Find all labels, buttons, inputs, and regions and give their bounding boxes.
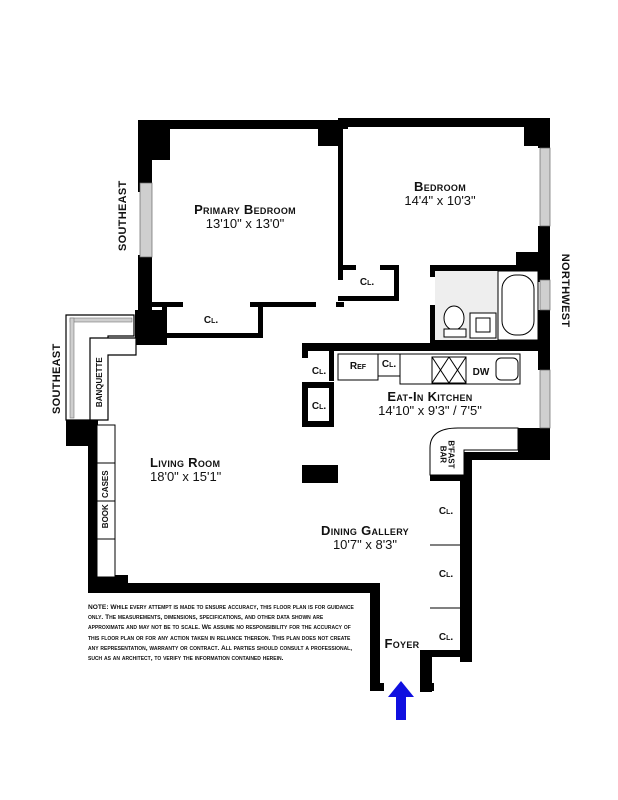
room-name: Bedroom bbox=[414, 179, 466, 194]
breakfast-bar bbox=[429, 427, 519, 476]
bay-window bbox=[65, 314, 137, 421]
room-name: Living Room bbox=[150, 455, 221, 470]
room-name: Dining Gallery bbox=[321, 523, 409, 538]
closet-label-bedroom: Cl. bbox=[359, 277, 375, 288]
closet-label-kitchen-2: Cl. bbox=[311, 401, 327, 412]
room-name: Eat-In Kitchen bbox=[387, 389, 473, 404]
southeast-label-lower: SOUTHEAST bbox=[51, 343, 64, 415]
walls bbox=[66, 118, 550, 692]
room-dimensions: 13'10" x 13'0" bbox=[205, 215, 285, 231]
closet-label-counter: Cl. bbox=[381, 359, 397, 370]
banquette-label: BANQUETTE bbox=[94, 357, 104, 408]
room-name: Primary Bedroom bbox=[194, 202, 296, 217]
primary-bedroom-label: Primary Bedroom 13'10" x 13'0" bbox=[170, 203, 320, 230]
room-dimensions: 18'0" x 15'1" bbox=[150, 468, 222, 484]
windows bbox=[139, 147, 551, 429]
closet-label-dining-2: Cl. bbox=[438, 569, 454, 580]
refrigerator-label: Ref bbox=[349, 361, 367, 372]
arrow-up-icon bbox=[388, 681, 414, 720]
dining-gallery-label: Dining Gallery 10'7" x 8'3" bbox=[300, 524, 430, 551]
disclaimer-note: NOTE: While every attempt is made to ens… bbox=[88, 604, 354, 663]
living-room-label: Living Room 18'0" x 15'1" bbox=[150, 456, 250, 483]
closet-label-kitchen-1: Cl. bbox=[311, 366, 327, 377]
dining-closets bbox=[430, 544, 462, 609]
kitchen-label: Eat-In Kitchen 14'10" x 9'3" / 7'5" bbox=[360, 390, 500, 417]
room-dimensions: 10'7" x 8'3" bbox=[332, 536, 398, 552]
dishwasher-label: DW bbox=[472, 367, 490, 378]
breakfast-bar-text-2: BAR bbox=[438, 445, 447, 464]
breakfast-bar-label: B'FAST BAR bbox=[438, 434, 455, 474]
closet-label-dining-3: Cl. bbox=[438, 632, 454, 643]
breakfast-bar-text-1: B'FAST bbox=[446, 440, 456, 469]
closet-label-primary: Cl. bbox=[203, 315, 219, 326]
closet-label-dining-1: Cl. bbox=[438, 506, 454, 517]
northwest-label: NORTHWEST bbox=[558, 253, 571, 328]
room-dimensions: 14'4" x 10'3" bbox=[404, 192, 476, 208]
kitchen-counter bbox=[337, 353, 521, 385]
book-label: BOOK bbox=[100, 504, 110, 529]
bedroom-label: Bedroom 14'4" x 10'3" bbox=[370, 180, 510, 207]
room-dimensions: 14'10" x 9'3" / 7'5" bbox=[378, 402, 482, 418]
foyer-label: Foyer bbox=[384, 636, 420, 651]
bookcases bbox=[96, 424, 116, 578]
bathroom bbox=[435, 270, 539, 341]
southeast-label-upper: SOUTHEAST bbox=[117, 180, 130, 252]
